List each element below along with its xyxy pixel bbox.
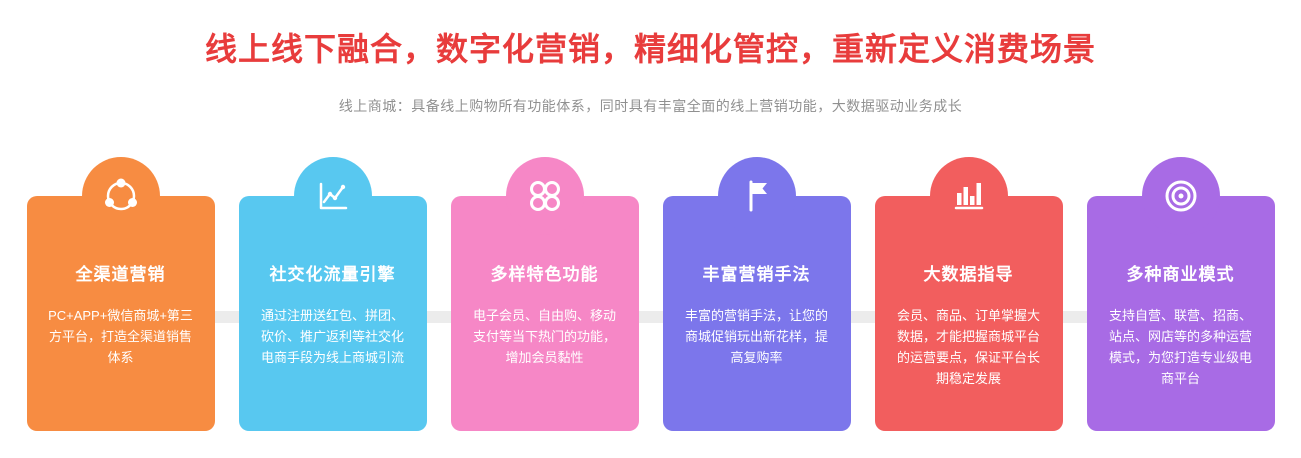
feature-card: 多样特色功能 电子会员、自由购、移动支付等当下热门的功能，增加会员黏性 xyxy=(450,157,639,431)
card-description: 会员、商品、订单掌握大数据，才能把握商城平台的运营要点，保证平台长期稳定发展 xyxy=(896,308,1040,386)
feature-card: 大数据指导 会员、商品、订单掌握大数据，才能把握商城平台的运营要点，保证平台长期… xyxy=(874,157,1063,431)
card-title: 大数据指导 xyxy=(923,265,1014,284)
card-title: 丰富营销手法 xyxy=(702,265,811,284)
circles-grid-icon xyxy=(524,175,566,217)
page-subtitle: 线上商城：具备线上购物所有功能体系，同时具有丰富全面的线上营销功能，大数据驱动业… xyxy=(338,98,963,114)
card-title: 多种商业模式 xyxy=(1126,265,1235,284)
card-icon-badge xyxy=(1141,157,1220,235)
card-description: 丰富的营销手法，让您的商城促销玩出新花样，提高复购率 xyxy=(684,308,828,365)
share-network-icon xyxy=(100,175,142,217)
card-icon-badge xyxy=(717,157,796,235)
page-title: 线上线下融合，数字化营销，精细化管控，重新定义消费场景 xyxy=(204,31,1096,67)
card-description: 支持自营、联营、招商、站点、网店等的多种运营模式，为您打造专业级电商平台 xyxy=(1108,308,1252,386)
card-icon-badge xyxy=(505,157,584,235)
line-chart-icon xyxy=(312,175,354,217)
feature-card: 丰富营销手法 丰富的营销手法，让您的商城促销玩出新花样，提高复购率 xyxy=(662,157,851,431)
feature-card: 多种商业模式 支持自营、联营、招商、站点、网店等的多种运营模式，为您打造专业级电… xyxy=(1086,157,1275,431)
card-description: 通过注册送红包、拼团、砍价、推广返利等社交化电商手段为线上商城引流 xyxy=(260,308,404,365)
feature-card: 全渠道营销 PC+APP+微信商城+第三方平台，打造全渠道销售体系 xyxy=(26,157,215,431)
card-icon-badge xyxy=(81,157,160,235)
card-icon-badge xyxy=(929,157,1008,235)
feature-card: 社交化流量引擎 通过注册送红包、拼团、砍价、推广返利等社交化电商手段为线上商城引… xyxy=(238,157,427,431)
feature-cards-area: 全渠道营销 PC+APP+微信商城+第三方平台，打造全渠道销售体系 xyxy=(0,157,1301,458)
card-description: 电子会员、自由购、移动支付等当下热门的功能，增加会员黏性 xyxy=(472,308,616,365)
card-title: 多样特色功能 xyxy=(490,265,599,284)
card-description: PC+APP+微信商城+第三方平台，打造全渠道销售体系 xyxy=(48,308,193,365)
card-title: 全渠道营销 xyxy=(75,265,166,284)
card-title: 社交化流量引擎 xyxy=(269,265,396,284)
bar-chart-icon xyxy=(948,175,990,217)
feature-cards-row: 全渠道营销 PC+APP+微信商城+第三方平台，打造全渠道销售体系 xyxy=(0,157,1301,431)
card-icon-badge xyxy=(293,157,372,235)
flag-icon xyxy=(736,175,778,217)
target-icon xyxy=(1160,175,1202,217)
